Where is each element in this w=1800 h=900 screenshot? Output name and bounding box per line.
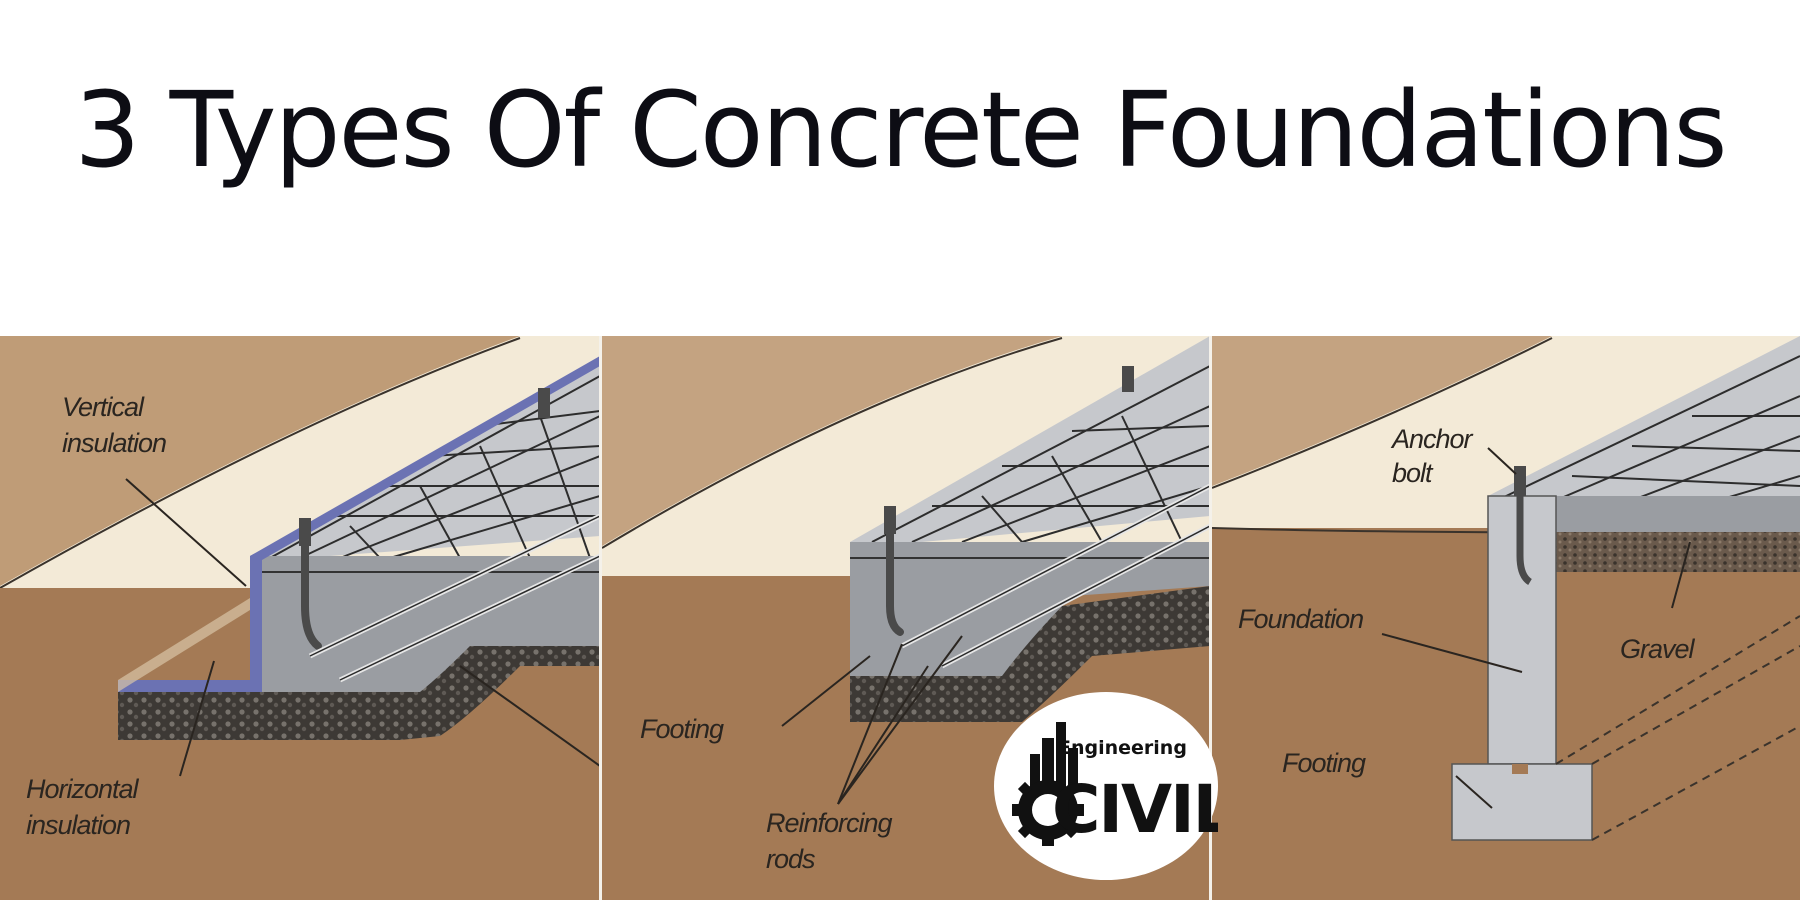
panel-divider	[1209, 336, 1212, 900]
label-vertical-insulation-line2: insulation	[62, 428, 166, 458]
label-footing-stem: Footing	[1282, 748, 1366, 778]
page-title: 3 Types Of Concrete Foundations	[74, 69, 1727, 191]
label-horizontal-insulation-line1: Horizontal	[26, 774, 140, 804]
slab-footing-illustration: Footing Reinforcing rods	[602, 336, 1210, 900]
logo-big-text: CIVIL	[1052, 771, 1218, 848]
panel-stem-wall: Anchor bolt Foundation Gravel Footing	[1212, 336, 1800, 900]
insulated-slab-illustration: Vertical insulation Horizontal insulatio…	[0, 336, 600, 900]
illustration-strip: Vertical insulation Horizontal insulatio…	[0, 336, 1800, 900]
label-horizontal-insulation-line2: insulation	[26, 810, 130, 840]
label-vertical-insulation-line1: Vertical	[62, 392, 145, 422]
label-anchor-bolt-line1: Anchor	[1390, 424, 1474, 454]
label-reinforcing-rods-line2: rods	[766, 844, 815, 874]
label-reinforcing-rods-line1: Reinforcing	[766, 808, 893, 838]
panel-divider	[599, 336, 602, 900]
label-anchor-bolt-line2: bolt	[1392, 458, 1434, 488]
stem-wall-illustration: Anchor bolt Foundation Gravel Footing	[1212, 336, 1800, 900]
panel-slab-footing: Footing Reinforcing rods	[602, 336, 1210, 900]
label-footing: Footing	[640, 714, 724, 744]
panel-insulated-slab: Vertical insulation Horizontal insulatio…	[0, 336, 600, 900]
logo-small-text: Engineering	[1058, 737, 1187, 759]
civil-engineering-logo: Engineering CIVIL	[994, 692, 1236, 880]
label-gravel: Gravel	[1620, 634, 1696, 664]
label-foundation: Foundation	[1238, 604, 1363, 634]
city-gear-icon	[1012, 722, 1084, 846]
